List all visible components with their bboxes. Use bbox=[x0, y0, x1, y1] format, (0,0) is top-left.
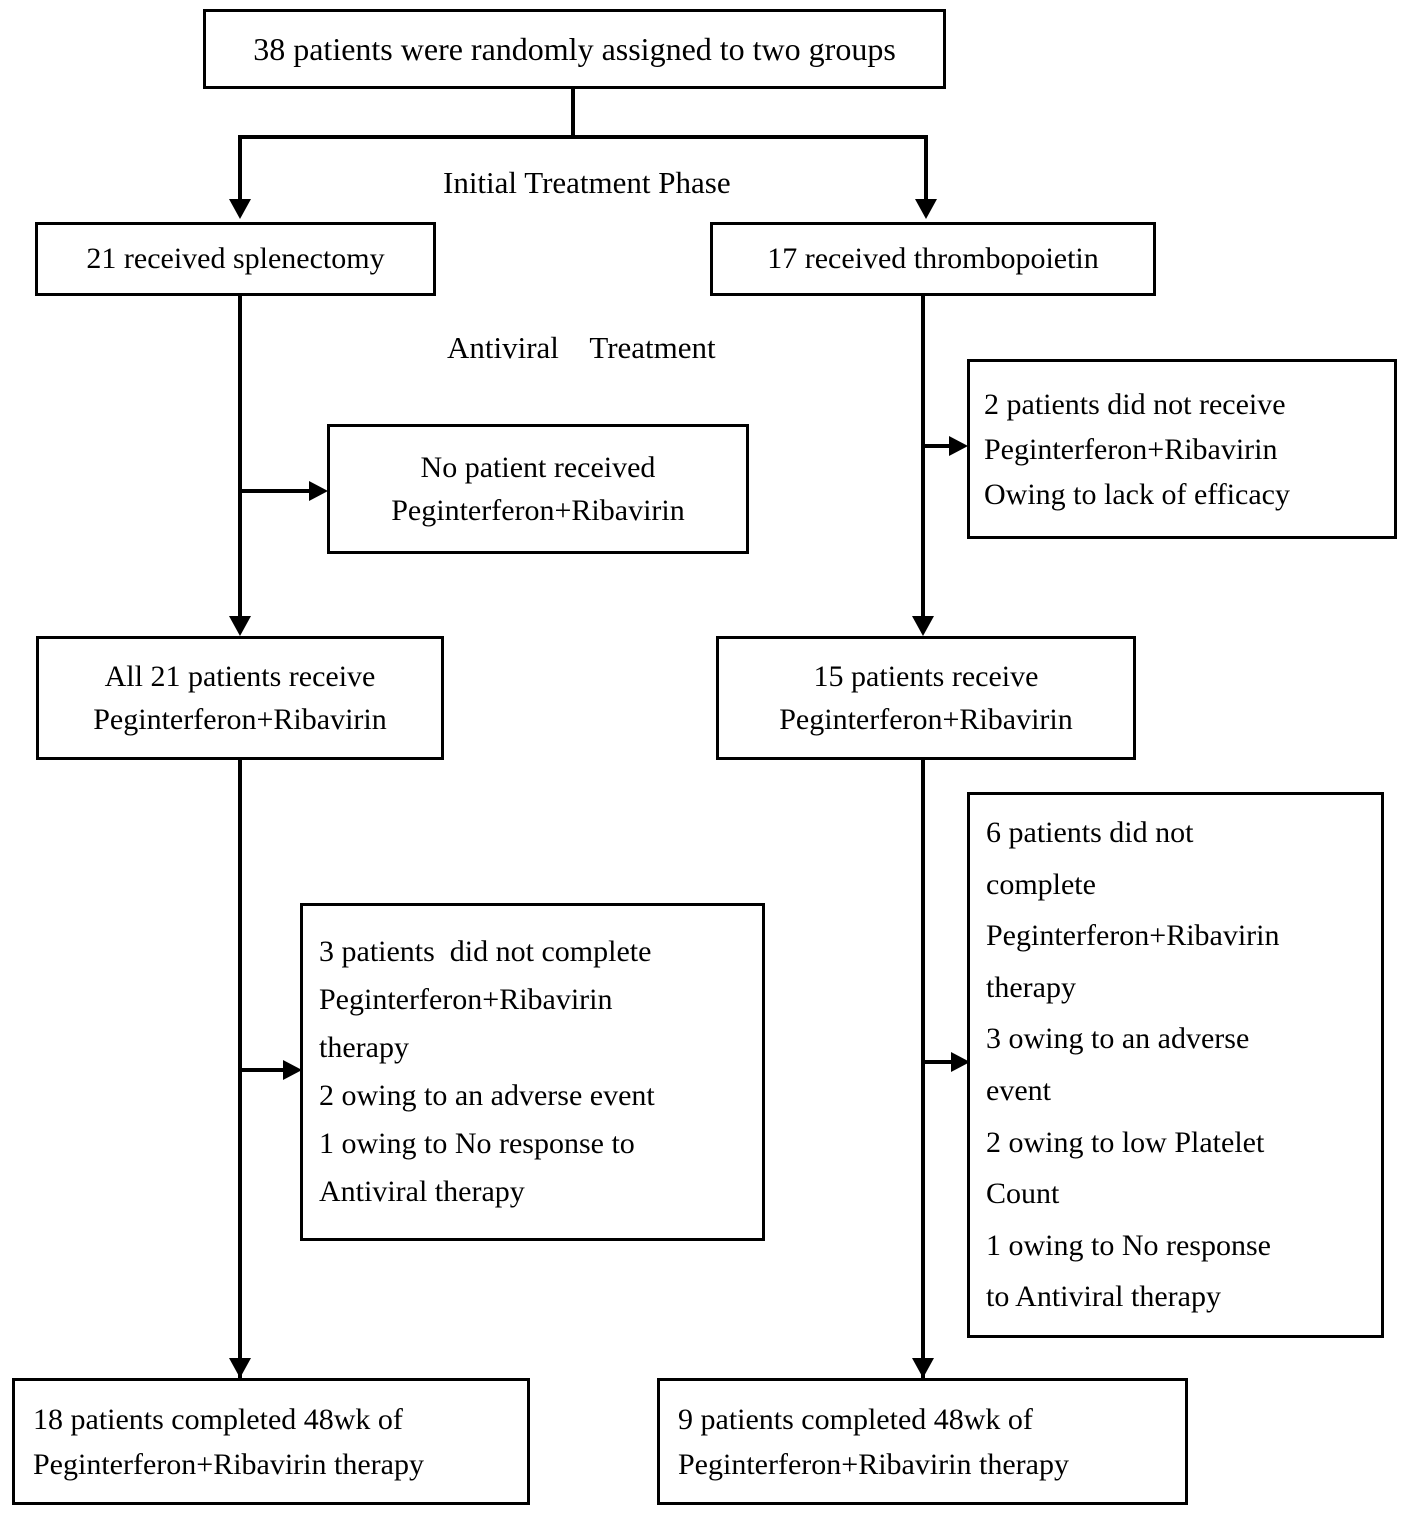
connector-left-branch-1 bbox=[240, 489, 310, 493]
arrowhead-to-splenectomy bbox=[229, 199, 251, 219]
connector-left-spine-1 bbox=[238, 296, 242, 620]
node-left-all-21-line-1: All 21 patients receive bbox=[104, 659, 376, 693]
node-right-dropouts-line-2: complete bbox=[986, 867, 1096, 901]
node-right-15-line-2: Peginterferon+Ribavirin bbox=[779, 703, 1073, 736]
node-thrombopoietin-line-1: 17 received thrombopoietin bbox=[767, 242, 1099, 275]
node-left-all-21-line-2: Peginterferon+Ribavirin bbox=[93, 703, 387, 736]
node-right-dropouts-line-10: to Antiviral therapy bbox=[986, 1280, 1221, 1314]
node-right-dropouts-line-5: 3 owing to an adverse bbox=[986, 1022, 1250, 1056]
node-splenectomy: 21 received splenectomy bbox=[35, 222, 436, 296]
label-antiviral-treatment: Antiviral Treatment bbox=[447, 330, 716, 365]
node-right-not-received-line-1: 2 patients did not receive bbox=[984, 387, 1286, 421]
arrowhead-right-branch-1 bbox=[949, 436, 968, 456]
node-right-completed-line-1: 9 patients completed 48wk of bbox=[678, 1402, 1033, 1436]
connector-left-branch-2 bbox=[240, 1068, 285, 1072]
node-right-completed: 9 patients completed 48wk of Peginterfer… bbox=[657, 1378, 1188, 1505]
node-thrombopoietin: 17 received thrombopoietin bbox=[710, 222, 1156, 296]
arrowhead-right-to-completed bbox=[912, 1358, 934, 1378]
node-right-dropouts-line-6: event bbox=[986, 1074, 1051, 1107]
node-enrollment-line-1: 38 patients were randomly assigned to tw… bbox=[253, 30, 896, 67]
arrowhead-right-to-15 bbox=[912, 616, 934, 636]
connector-right-spine-2 bbox=[921, 760, 925, 1382]
arrowhead-left-to-all21 bbox=[229, 616, 251, 636]
node-left-completed-line-1: 18 patients completed 48wk of bbox=[33, 1402, 403, 1436]
node-right-completed-line-2: Peginterferon+Ribavirin therapy bbox=[678, 1447, 1069, 1481]
node-right-not-received-line-3: Owing to lack of efficacy bbox=[984, 477, 1290, 511]
node-right-dropouts-line-3: Peginterferon+Ribavirin bbox=[986, 919, 1280, 953]
node-right-dropouts-line-9: 1 owing to No response bbox=[986, 1228, 1271, 1262]
node-right-15: 15 patients receive Peginterferon+Ribavi… bbox=[716, 636, 1136, 760]
arrowhead-left-to-completed bbox=[229, 1358, 251, 1378]
node-right-dropouts-line-8: Count bbox=[986, 1177, 1060, 1211]
node-right-not-received-line-2: Peginterferon+Ribavirin bbox=[984, 432, 1278, 466]
connector-right-branch-1 bbox=[923, 444, 951, 448]
node-splenectomy-line-1: 21 received splenectomy bbox=[86, 242, 385, 275]
node-right-not-received: 2 patients did not receive Peginterferon… bbox=[967, 359, 1397, 539]
node-left-dropouts-line-3: therapy bbox=[319, 1031, 409, 1064]
node-enrollment: 38 patients were randomly assigned to tw… bbox=[203, 9, 946, 89]
node-left-dropouts-line-6: Antiviral therapy bbox=[319, 1175, 525, 1208]
connector-to-thrombopoietin bbox=[924, 135, 928, 203]
node-left-all-21: All 21 patients receive Peginterferon+Ri… bbox=[36, 636, 444, 760]
node-right-dropouts: 6 patients did not complete Peginterfero… bbox=[967, 792, 1384, 1338]
arrowhead-to-thrombopoietin bbox=[915, 199, 937, 219]
node-left-dropouts: 3 patients did not complete Peginterfero… bbox=[300, 903, 765, 1241]
node-right-15-line-1: 15 patients receive bbox=[813, 659, 1039, 693]
node-left-completed: 18 patients completed 48wk of Peginterfe… bbox=[12, 1378, 530, 1505]
connector-to-splenectomy bbox=[238, 135, 242, 203]
connector-right-spine-1 bbox=[921, 296, 925, 620]
node-right-dropouts-line-7: 2 owing to low Platelet bbox=[986, 1125, 1265, 1159]
arrowhead-right-branch-2 bbox=[951, 1052, 970, 1072]
node-left-dropouts-line-2: Peginterferon+Ribavirin bbox=[319, 983, 613, 1016]
node-right-dropouts-line-1: 6 patients did not bbox=[986, 816, 1194, 850]
connector-split-bus bbox=[238, 135, 928, 139]
node-left-no-patient-line-1: No patient received bbox=[420, 450, 656, 484]
arrowhead-left-branch-2 bbox=[283, 1060, 302, 1080]
node-left-dropouts-line-4: 2 owing to an adverse event bbox=[319, 1079, 655, 1112]
connector-enrollment-stem bbox=[571, 89, 575, 137]
node-left-dropouts-line-1: 3 patients did not complete bbox=[319, 935, 652, 968]
arrowhead-left-branch-1 bbox=[309, 481, 328, 501]
label-initial-treatment-phase: Initial Treatment Phase bbox=[443, 165, 731, 200]
node-left-no-patient-line-2: Peginterferon+Ribavirin bbox=[391, 494, 685, 527]
node-left-dropouts-line-5: 1 owing to No response to bbox=[319, 1127, 635, 1160]
node-left-no-patient: No patient received Peginterferon+Ribavi… bbox=[327, 424, 749, 554]
node-left-completed-line-2: Peginterferon+Ribavirin therapy bbox=[33, 1447, 424, 1481]
connector-right-branch-2 bbox=[923, 1060, 953, 1064]
node-right-dropouts-line-4: therapy bbox=[986, 970, 1076, 1004]
